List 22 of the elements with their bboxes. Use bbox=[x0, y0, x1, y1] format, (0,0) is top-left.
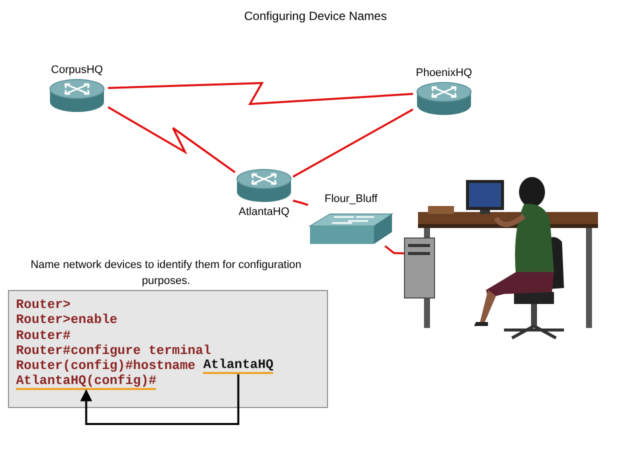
hostname-argument: AtlantaHQ bbox=[203, 358, 274, 374]
device-label: PhoenixHQ bbox=[416, 67, 472, 79]
diagram-title: Configuring Device Names bbox=[243, 9, 388, 23]
network-link bbox=[292, 108, 414, 178]
network-link bbox=[108, 82, 414, 106]
terminal-panel bbox=[8, 290, 328, 408]
caption-text: Name network devices to identify them for configuration purposes. bbox=[30, 258, 302, 289]
command-prompt: AtlantaHQ(config)# bbox=[16, 374, 156, 390]
command-line: Router#configure terminal bbox=[16, 342, 212, 358]
command-line: Router> bbox=[16, 297, 71, 312]
device-label: CorpusHQ bbox=[51, 64, 103, 76]
network-link bbox=[108, 106, 236, 174]
device-label: Flour_Bluff bbox=[324, 193, 378, 205]
command-line: Router# bbox=[16, 328, 71, 343]
network-link bbox=[292, 200, 308, 206]
router bbox=[235, 168, 293, 218]
command-line: Router>enable bbox=[16, 312, 118, 328]
network-link bbox=[384, 245, 404, 254]
command-line: Router(config)#hostname bbox=[16, 358, 196, 374]
network-switch bbox=[308, 193, 394, 246]
arrow bbox=[80, 374, 240, 425]
device-label: AtlantaHQ bbox=[238, 206, 290, 218]
